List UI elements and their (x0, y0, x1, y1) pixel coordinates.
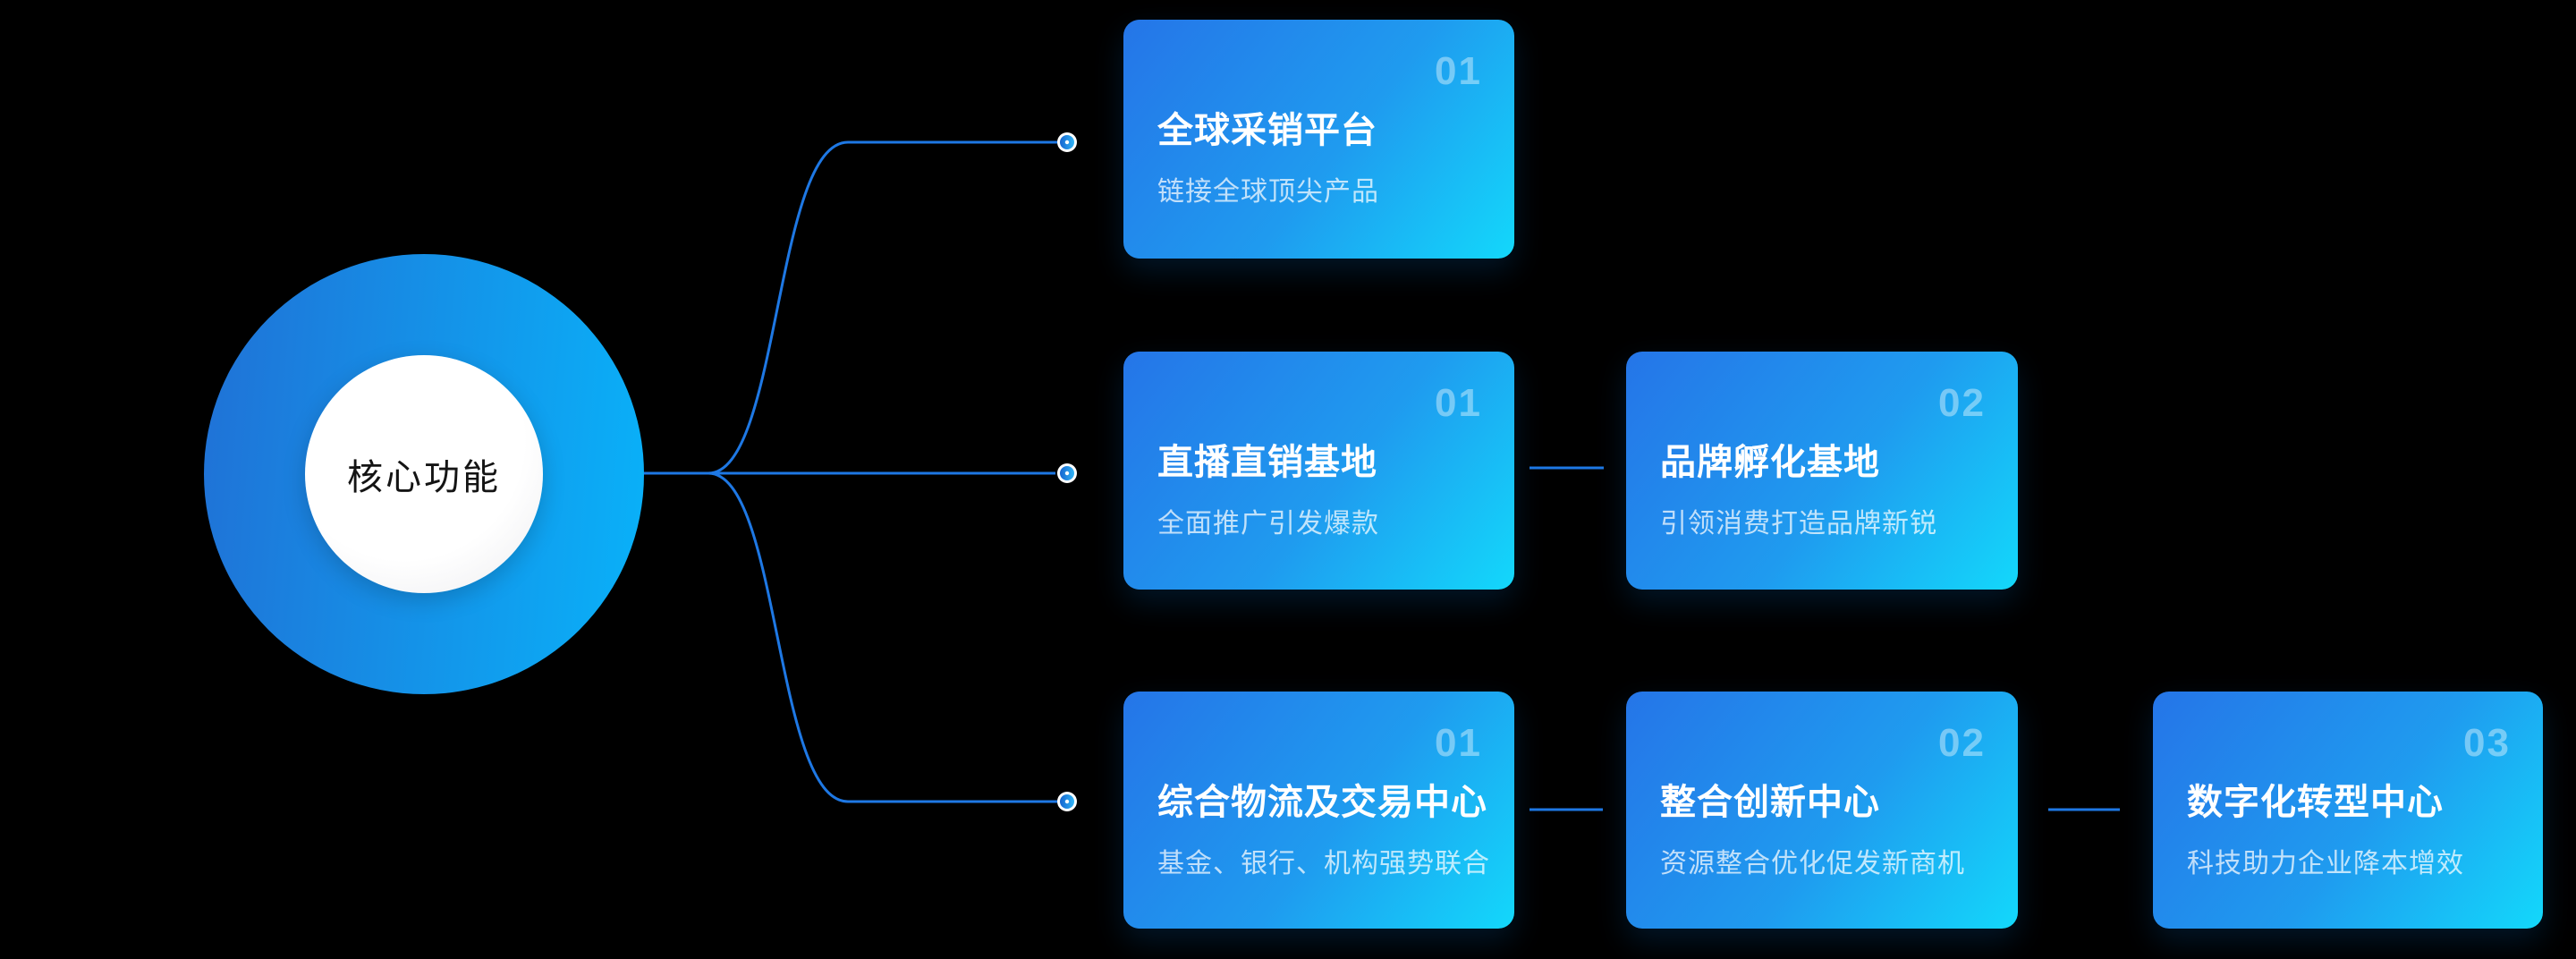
card-subtitle: 资源整合优化促发新商机 (1660, 849, 1965, 878)
card-number: 02 (1938, 721, 1986, 765)
card-number: 01 (1435, 721, 1482, 765)
card-number: 01 (1435, 381, 1482, 425)
branch-line-bottom (708, 471, 1057, 803)
row3-node-dot (1057, 792, 1077, 811)
row1-node-dot (1057, 132, 1077, 152)
branch-line-top (708, 140, 1057, 475)
feature-card-livestream-base: 01 直播直销基地 全面推广引发爆款 (1123, 352, 1514, 590)
card-number: 02 (1938, 381, 1986, 425)
core-label: 核心功能 (347, 458, 501, 497)
feature-card-logistics-trading: 01 综合物流及交易中心 基金、银行、机构强势联合 (1123, 692, 1514, 929)
row2-node-dot (1057, 463, 1077, 483)
card-subtitle: 引领消费打造品牌新锐 (1660, 509, 1937, 539)
card-title: 全球采销平台 (1157, 111, 1377, 150)
feature-card-global-sourcing: 01 全球采销平台 链接全球顶尖产品 (1123, 20, 1514, 259)
card-title: 数字化转型中心 (2187, 783, 2444, 822)
card-subtitle: 基金、银行、机构强势联合 (1157, 849, 1490, 878)
feature-card-innovation-center: 02 整合创新中心 资源整合优化促发新商机 (1626, 692, 2018, 929)
card-subtitle: 全面推广引发爆款 (1157, 509, 1379, 539)
feature-card-brand-incubation: 02 品牌孵化基地 引领消费打造品牌新锐 (1626, 352, 2018, 590)
core-inner-circle: 核心功能 (305, 355, 543, 593)
card-title: 直播直销基地 (1157, 443, 1377, 482)
card-title: 综合物流及交易中心 (1157, 783, 1487, 822)
card-subtitle: 链接全球顶尖产品 (1157, 177, 1379, 207)
card-title: 整合创新中心 (1660, 783, 1880, 822)
card-number: 03 (2463, 721, 2511, 765)
card-title: 品牌孵化基地 (1660, 443, 1880, 482)
feature-card-digital-transformation: 03 数字化转型中心 科技助力企业降本增效 (2153, 692, 2543, 929)
card-subtitle: 科技助力企业降本增效 (2187, 849, 2464, 878)
card-number: 01 (1435, 49, 1482, 93)
